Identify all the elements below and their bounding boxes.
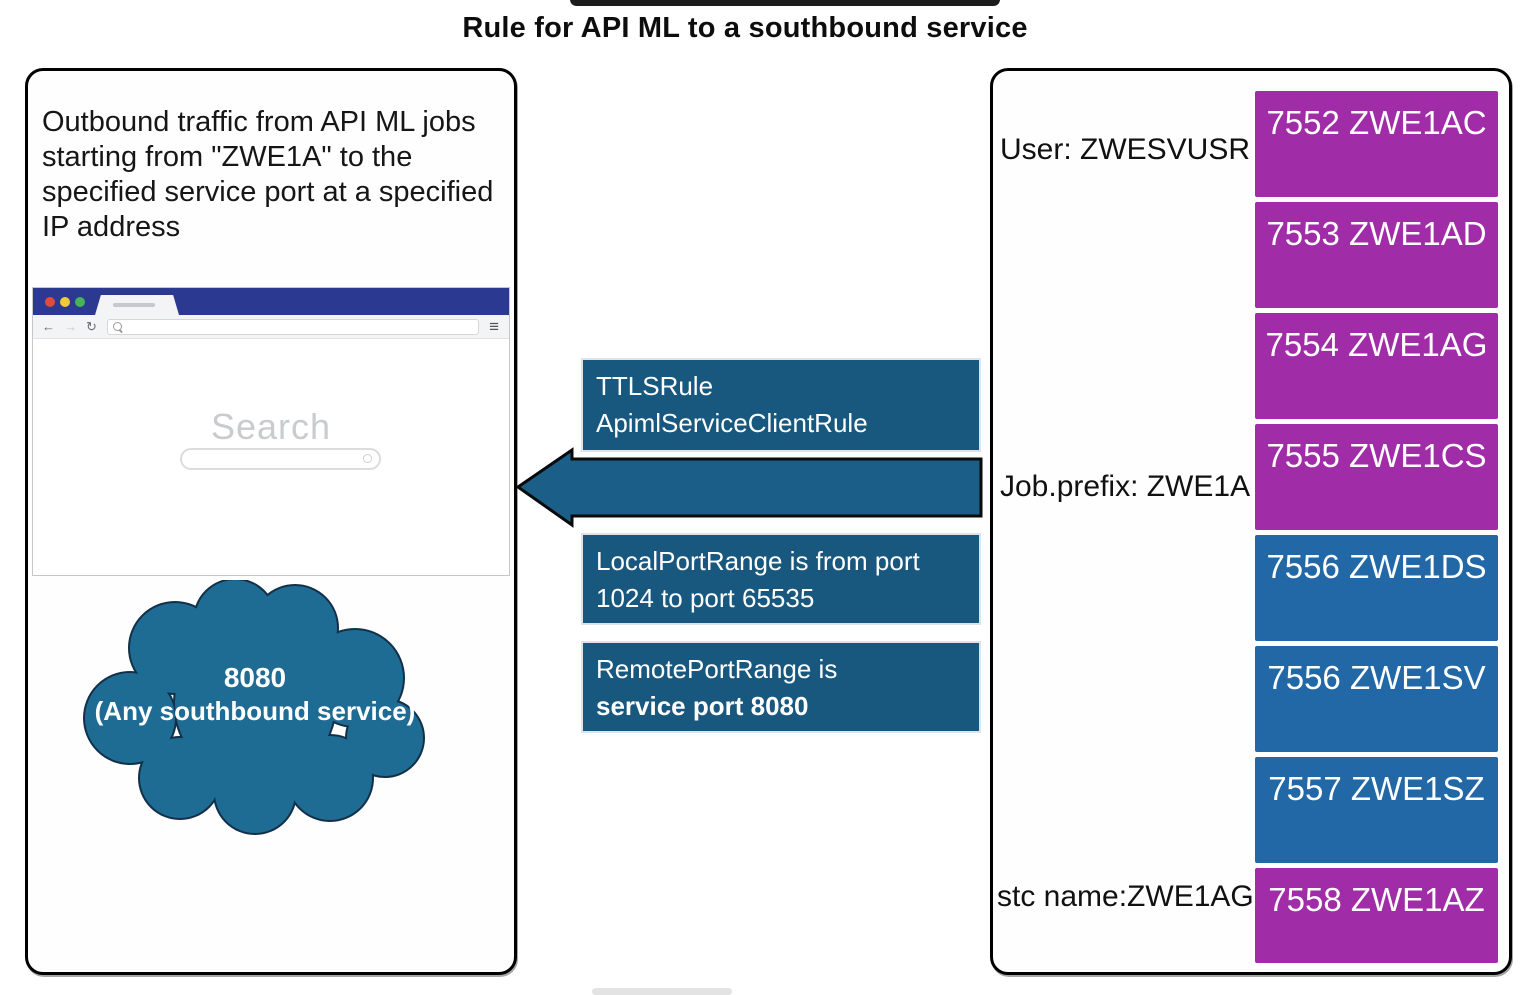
cropped-top-bar	[570, 0, 1000, 6]
port-box: 7555 ZWE1CS	[1255, 424, 1498, 530]
port-box: 7554 ZWE1AG	[1255, 313, 1498, 419]
stc-name-label: stc name:ZWE1AG	[997, 880, 1254, 913]
magnifier-icon	[363, 454, 372, 463]
local-port-line1: LocalPortRange is from port	[596, 546, 920, 576]
remote-port-line1: RemotePortRange is	[596, 654, 838, 684]
ttls-rule-box: TTLSRule ApimlServiceClientRule	[581, 358, 981, 452]
address-bar	[106, 318, 480, 335]
job-prefix-label: Job.prefix: ZWE1A	[1000, 470, 1251, 503]
remote-port-box: RemotePortRange is service port 8080	[581, 641, 981, 733]
description-text: Outbound traffic from API ML jobs starti…	[42, 106, 494, 243]
close-window-icon	[45, 297, 55, 307]
port-box: 7558 ZWE1AZ	[1255, 868, 1498, 963]
back-icon: ←	[42, 319, 55, 334]
forward-icon: →	[64, 319, 77, 334]
browser-tab	[95, 295, 179, 315]
search-input-mock	[180, 448, 381, 470]
port-box: 7556 ZWE1SV	[1255, 646, 1498, 752]
search-page-title: Search	[210, 406, 332, 447]
user-label: User: ZWESVUSR	[1000, 133, 1251, 166]
search-icon	[112, 322, 122, 331]
menu-icon: ≡	[489, 316, 499, 336]
remote-port-line2: service port 8080	[596, 691, 809, 721]
cloud-caption-text: (Any southbound service)	[94, 696, 416, 726]
ttls-rule-line1: TTLSRule	[596, 371, 714, 401]
cropped-bottom-caption	[592, 988, 732, 995]
arrow-left-icon	[508, 440, 986, 536]
port-box: 7556 ZWE1DS	[1255, 535, 1498, 641]
browser-mockup: ← → ↻ ≡ Search	[32, 287, 510, 576]
local-port-line2: 1024 to port 65535	[596, 583, 815, 613]
maximize-window-icon	[75, 297, 85, 307]
local-port-box: LocalPortRange is from port 1024 to port…	[581, 533, 981, 625]
ttls-rule-line2: ApimlServiceClientRule	[596, 408, 868, 438]
port-box: 7552 ZWE1AC	[1255, 91, 1498, 197]
page-title: Rule for API ML to a southbound service	[462, 12, 1028, 44]
refresh-icon: ↻	[86, 319, 97, 334]
browser-titlebar	[33, 288, 509, 315]
port-box: 7557 ZWE1SZ	[1255, 757, 1498, 863]
minimize-window-icon	[60, 297, 70, 307]
port-box: 7553 ZWE1AD	[1255, 202, 1498, 308]
cloud-port-text: 8080	[223, 662, 287, 693]
browser-toolbar: ← → ↻ ≡	[33, 315, 509, 339]
tab-title-placeholder	[113, 303, 155, 307]
